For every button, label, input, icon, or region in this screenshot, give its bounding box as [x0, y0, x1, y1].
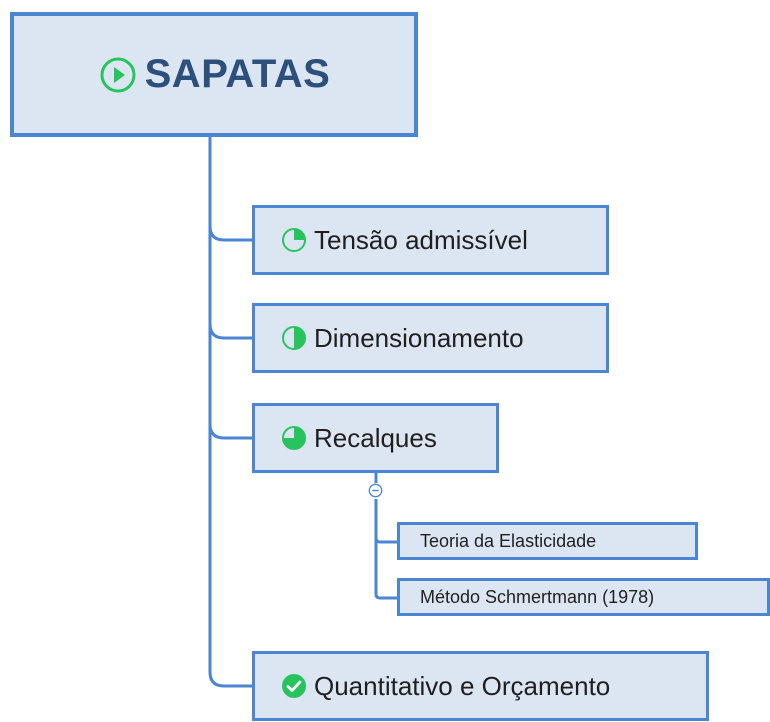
check-circle-icon — [281, 673, 307, 699]
root-topic-label: SAPATAS — [144, 52, 331, 96]
root-topic[interactable]: SAPATAS — [10, 12, 418, 137]
topic-label: Dimensionamento — [314, 322, 524, 353]
pie-three-quarter-icon — [281, 425, 307, 451]
connector-topic-2 — [208, 423, 252, 440]
connector-root-trunk — [208, 137, 252, 688]
connector-topic-1 — [208, 323, 252, 340]
topic-tensao-admissivel[interactable]: Tensão admissível — [252, 205, 609, 275]
topic-label: Quantitativo e Orçamento — [314, 670, 611, 701]
play-circle-icon — [98, 55, 138, 95]
subtopic-label: Teoria da Elasticidade — [420, 530, 597, 551]
pie-half-icon — [281, 325, 307, 351]
topic-dimensionamento[interactable]: Dimensionamento — [252, 303, 609, 373]
topic-quantitativo-orcamento[interactable]: Quantitativo e Orçamento — [252, 651, 709, 721]
pie-quarter-icon — [281, 227, 307, 253]
connector-sub-0 — [374, 537, 397, 544]
connector-topic-0 — [208, 225, 252, 242]
subtopic-label: Método Schmertmann (1978) — [420, 586, 655, 607]
topic-recalques[interactable]: Recalques — [252, 403, 499, 473]
connector-recalques-trunk — [374, 499, 397, 600]
subtopic-teoria-elasticidade[interactable]: Teoria da Elasticidade — [397, 522, 698, 560]
topic-label: Recalques — [314, 422, 437, 453]
minus-circle-icon — [368, 483, 383, 498]
subtopic-metodo-schmertmann[interactable]: Método Schmertmann (1978) — [397, 578, 770, 616]
topic-label: Tensão admissível — [314, 224, 528, 255]
collapse-toggle[interactable] — [368, 483, 383, 498]
